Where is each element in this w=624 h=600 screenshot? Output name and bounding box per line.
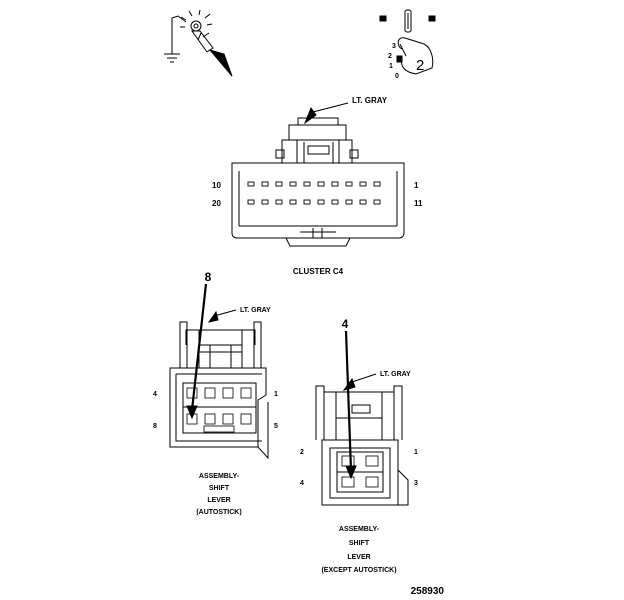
test-light-icon [164,9,233,77]
except-pin-3-label: 3 [414,480,418,487]
except-autostick-connector [315,330,409,506]
autostick-caption-line3: LEVER [207,497,230,504]
autostick-pin-1-label: 1 [274,391,278,398]
except-pin-1-label: 1 [414,449,418,456]
autostick-pin-5-label: 5 [274,423,278,430]
except-caption-line4: (EXCEPT AUTOSTICK) [321,567,396,574]
autostick-pin-8-label: 8 [153,423,157,430]
autostick-wire-color-label: LT. GRAY [240,307,271,314]
key-pin-label-0: 0 [395,73,399,80]
except-caption-line2: SHIFT [349,540,370,547]
except-pin-4-label: 4 [300,480,304,487]
autostick-connector [169,283,269,460]
key-pin-label-2: 2 [388,53,392,60]
except-pin-2-label: 2 [300,449,304,456]
key-pin-label-1: 1 [389,63,393,70]
autostick-caption-line4: (AUTOSTICK) [196,509,241,516]
except-caption-line1: ASSEMBLY- [339,526,380,533]
except-probe-pin-label: 4 [342,317,349,331]
autostick-caption-line2: SHIFT [209,485,230,492]
cluster-c4-connector [231,102,405,247]
cluster-wire-color-label: LT. GRAY [352,96,388,105]
key-pin-label-3: 3 [392,43,396,50]
autostick-probe-pin-label: 8 [205,270,212,284]
cluster-pin-11-label: 11 [414,199,423,208]
autostick-caption-line1: ASSEMBLY- [199,473,240,480]
except-caption-line3: LEVER [347,554,370,561]
autostick-pin-4-label: 4 [153,391,157,398]
cluster-caption: CLUSTER C4 [293,267,344,276]
ignition-key-icon [379,9,436,75]
cluster-pin-20-label: 20 [212,199,221,208]
figure-number: 258930 [411,586,445,597]
except-wire-color-label: LT. GRAY [380,371,411,378]
cluster-pin-1-label: 1 [414,181,419,190]
key-position-number: 2 [416,57,424,74]
cluster-pin-10-label: 10 [212,181,221,190]
